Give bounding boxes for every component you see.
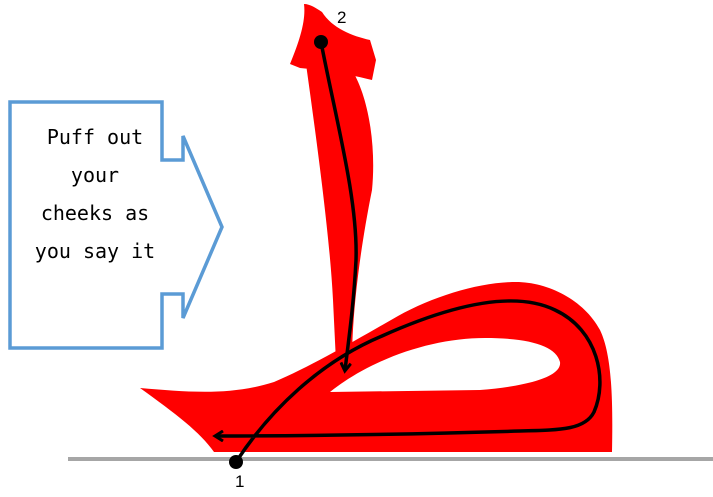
callout-line: you say it (34, 239, 156, 263)
right-arrow-callout-icon (8, 100, 224, 350)
callout-line: Puff out (46, 125, 144, 149)
stroke-path-loop (216, 299, 602, 463)
letter-body (140, 282, 613, 452)
start-dot-1 (229, 455, 243, 469)
point-label-1: 1 (235, 472, 245, 491)
callout-line: cheeks as (40, 201, 150, 225)
letter-stem (290, 4, 376, 362)
point-label-2: 2 (337, 8, 347, 27)
stroke-path-down (319, 41, 358, 370)
callout-line: your (70, 163, 120, 187)
callout-text: Puff out your cheeks as you say it (20, 118, 170, 270)
start-dot-2 (314, 35, 328, 49)
